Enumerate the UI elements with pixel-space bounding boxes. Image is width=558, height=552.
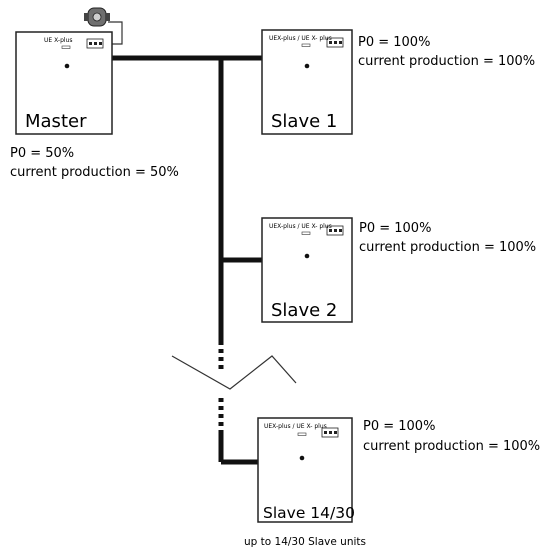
master-unit: UE X-plus Master P0 = 50% current produc… — [10, 7, 179, 180]
slave-1-panel-label: UEX-plus / UE X- plus — [269, 35, 332, 42]
slave-unit-1: UEX-plus / UE X- plus Slave 1 P0 = 100% … — [261, 29, 535, 135]
master-p0: P0 = 50% — [10, 146, 74, 161]
terminal-connector-icon — [86, 38, 104, 49]
slave-14-30-name: Slave 14/30 — [263, 504, 355, 522]
footer-note: up to 14/30 Slave units — [244, 536, 366, 548]
indicator-led — [301, 43, 311, 47]
master-panel-label: UE X-plus — [44, 37, 72, 44]
master-box — [15, 31, 113, 135]
slave-2-name: Slave 2 — [271, 300, 337, 321]
slave-14-30-production: current production = 100% — [363, 439, 540, 454]
sensor-icon — [84, 7, 123, 45]
slave-unit-2: UEX-plus / UE X- plus Slave 2 P0 = 100% … — [261, 217, 536, 323]
terminal-connector-icon — [321, 427, 339, 438]
terminal-connector-icon — [326, 37, 344, 48]
status-dot — [304, 63, 310, 69]
slave-1-name: Slave 1 — [271, 111, 337, 132]
slave-2-production: current production = 100% — [359, 240, 536, 255]
slave-14-30-p0: P0 = 100% — [363, 419, 435, 434]
slave-2-p0: P0 = 100% — [359, 221, 431, 236]
break-symbol-icon — [171, 355, 297, 390]
status-dot — [304, 253, 310, 259]
slave-1-production: current production = 100% — [358, 54, 535, 69]
slave-unit-14-30: UEX-plus / UE X- plus Slave 14/30 P0 = 1… — [257, 417, 540, 523]
status-dot — [299, 455, 305, 461]
slave-2-panel-label: UEX-plus / UE X- plus — [269, 223, 332, 230]
bus-wiring — [112, 55, 297, 465]
terminal-connector-icon — [326, 225, 344, 236]
status-dot — [64, 63, 70, 69]
indicator-led — [61, 45, 71, 49]
master-name: Master — [25, 111, 87, 132]
indicator-led — [301, 231, 311, 235]
master-production: current production = 50% — [10, 165, 179, 180]
slave-1-p0: P0 = 100% — [358, 35, 430, 50]
slave-14-30-panel-label: UEX-plus / UE X- plus — [264, 423, 327, 430]
indicator-led — [297, 432, 307, 436]
